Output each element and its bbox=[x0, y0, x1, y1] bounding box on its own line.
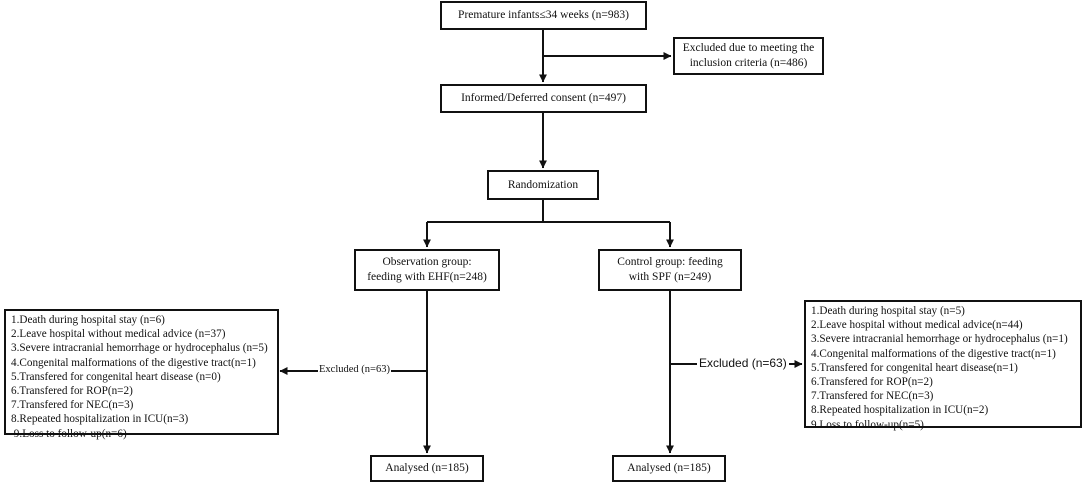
exclusion-item: 9.Loss to follow-up(n=5) bbox=[811, 418, 924, 431]
node-control-line2: with SPF (n=249) bbox=[628, 271, 712, 283]
edge-label-excluded-right: Excluded (n=63) bbox=[697, 356, 789, 370]
node-excluded-criteria-line2: inclusion criteria (n=486) bbox=[689, 57, 808, 69]
node-premature-infants-text: Premature infants≤34 weeks (n=983) bbox=[458, 9, 629, 21]
node-consent: Informed/Deferred consent (n=497) bbox=[440, 84, 647, 113]
exclusion-item: 2.Leave hospital without medical advice … bbox=[11, 328, 226, 341]
exclusion-item: 8.Repeated hospitalization in ICU(n=2) bbox=[811, 404, 989, 417]
node-control-group: Control group: feeding with SPF (n=249) bbox=[598, 249, 742, 291]
exclusion-item: 6.Transfered for ROP(n=2) bbox=[811, 376, 933, 389]
exclusion-item: 9.Loss to follow-up(n=6) bbox=[11, 427, 127, 440]
exclusion-item: 7.Transfered for NEC(n=3) bbox=[11, 399, 134, 412]
exclusion-item: 1.Death during hospital stay (n=6) bbox=[11, 314, 165, 326]
exclusion-item: 3.Severe intracranial hemorrhage or hydr… bbox=[11, 342, 268, 355]
exclusion-item: 4.Congenital malformations of the digest… bbox=[11, 356, 256, 369]
exclusion-item: 2.Leave hospital without medical advice(… bbox=[811, 319, 1023, 332]
exclusion-item: 5.Transfered for congenital heart diseas… bbox=[811, 361, 1018, 374]
node-excluded-criteria: Excluded due to meeting the inclusion cr… bbox=[673, 37, 824, 75]
exclusion-item: 5.Transfered for congenital heart diseas… bbox=[11, 370, 221, 383]
node-observation-group: Observation group: feeding with EHF(n=24… bbox=[354, 249, 500, 291]
edge-label-excluded-left: Excluded (n=63) bbox=[318, 364, 391, 375]
node-analysed-right: Analysed (n=185) bbox=[612, 455, 726, 482]
node-excluded-criteria-line1: Excluded due to meeting the bbox=[682, 42, 815, 54]
node-premature-infants: Premature infants≤34 weeks (n=983) bbox=[440, 1, 647, 30]
exclusion-item: 7.Transfered for NEC(n=3) bbox=[811, 390, 934, 403]
node-analysed-left: Analysed (n=185) bbox=[370, 455, 484, 482]
exclusion-item: 1.Death during hospital stay (n=5) bbox=[811, 305, 965, 317]
exclusion-item: 3.Severe intracranial hemorrhage or hydr… bbox=[811, 333, 1068, 346]
node-analysed-left-text: Analysed (n=185) bbox=[385, 462, 469, 474]
node-observation-line2: feeding with EHF(n=248) bbox=[367, 271, 487, 283]
node-analysed-right-text: Analysed (n=185) bbox=[627, 462, 711, 474]
node-randomization: Randomization bbox=[487, 170, 599, 200]
exclusion-item: 6.Transfered for ROP(n=2) bbox=[11, 385, 133, 398]
exclusion-list-right: 1.Death during hospital stay (n=5) 2.Lea… bbox=[804, 300, 1082, 431]
exclusion-list-left: 1.Death during hospital stay (n=6) 2.Lea… bbox=[4, 309, 279, 440]
exclusion-item: 4.Congenital malformations of the digest… bbox=[811, 347, 1056, 360]
node-control-line1: Control group: feeding bbox=[617, 256, 723, 268]
exclusion-item: 8.Repeated hospitalization in ICU(n=3) bbox=[11, 413, 189, 426]
node-observation-line1: Observation group: bbox=[382, 256, 472, 268]
node-consent-text: Informed/Deferred consent (n=497) bbox=[461, 92, 626, 104]
node-randomization-text: Randomization bbox=[507, 178, 579, 191]
